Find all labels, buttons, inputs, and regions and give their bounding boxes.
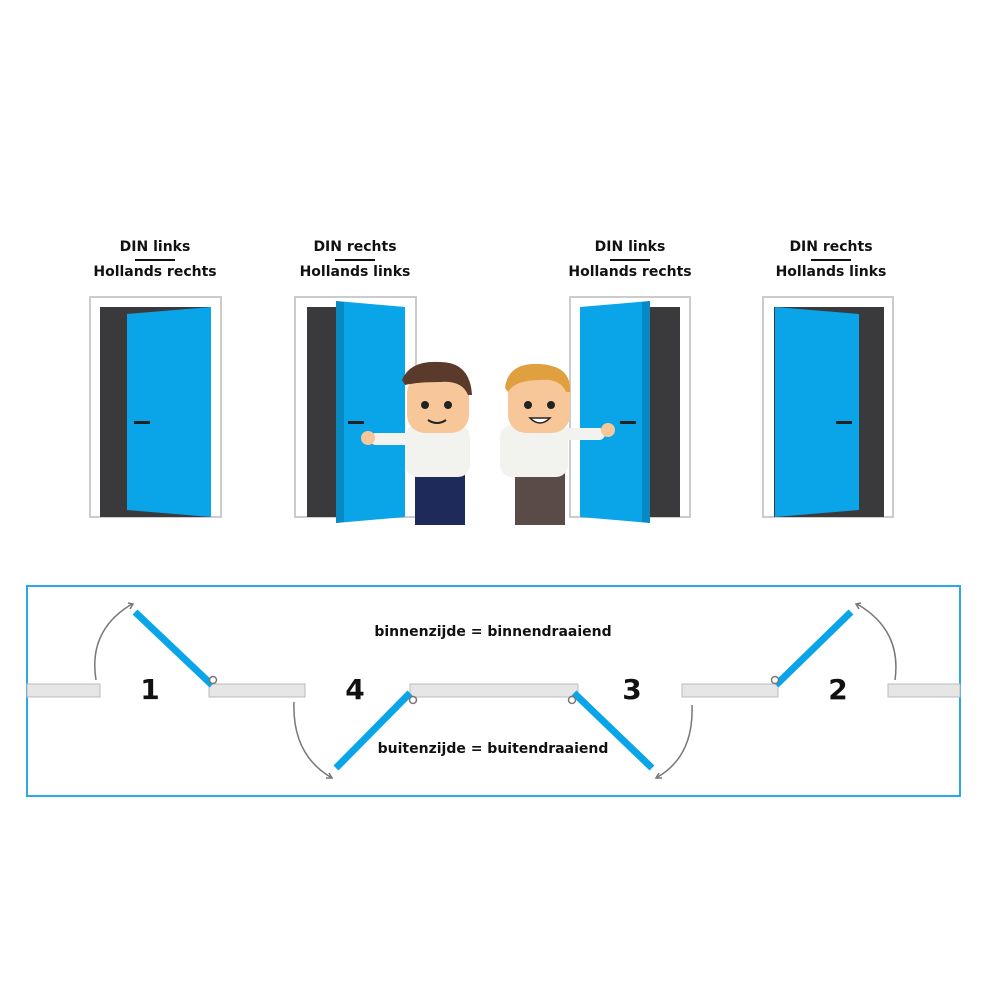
hollands-label: Hollands links xyxy=(775,264,887,280)
din-label: DIN rechts xyxy=(789,239,873,255)
din-label: DIN rechts xyxy=(313,239,397,255)
hollands-label: Hollands links xyxy=(299,264,411,280)
divider xyxy=(610,259,650,261)
walls xyxy=(26,683,961,698)
door-label-4: DIN rechts Hollands links xyxy=(751,240,911,279)
cartoon-man-right xyxy=(500,363,615,525)
door-din-rechts-1 xyxy=(294,296,417,523)
hinge-icons xyxy=(208,675,780,705)
inside-label: binnenzijde = binnendraaiend xyxy=(374,624,612,640)
divider xyxy=(811,259,851,261)
plan-number-3: 3 xyxy=(622,673,642,706)
plan-number-2: 2 xyxy=(828,673,848,706)
door-din-rechts-2 xyxy=(762,296,894,518)
door-label-3: DIN links Hollands rechts xyxy=(550,240,710,279)
door-label-1: DIN links Hollands rechts xyxy=(75,240,235,279)
door-din-links-1 xyxy=(89,296,222,518)
swing-arrows xyxy=(94,602,897,779)
door-leaves xyxy=(132,609,854,771)
din-label: DIN links xyxy=(119,239,191,255)
plan-number-4: 4 xyxy=(345,673,365,706)
din-label: DIN links xyxy=(594,239,666,255)
door-label-2: DIN rechts Hollands links xyxy=(275,240,435,279)
door-din-links-2 xyxy=(569,296,691,523)
divider xyxy=(335,259,375,261)
hollands-label: Hollands rechts xyxy=(93,264,217,280)
cartoon-man-left xyxy=(361,361,472,525)
plan-number-1: 1 xyxy=(140,673,160,706)
hollands-label: Hollands rechts xyxy=(568,264,692,280)
divider xyxy=(135,259,175,261)
outside-label: buitenzijde = buitendraaiend xyxy=(377,741,609,757)
